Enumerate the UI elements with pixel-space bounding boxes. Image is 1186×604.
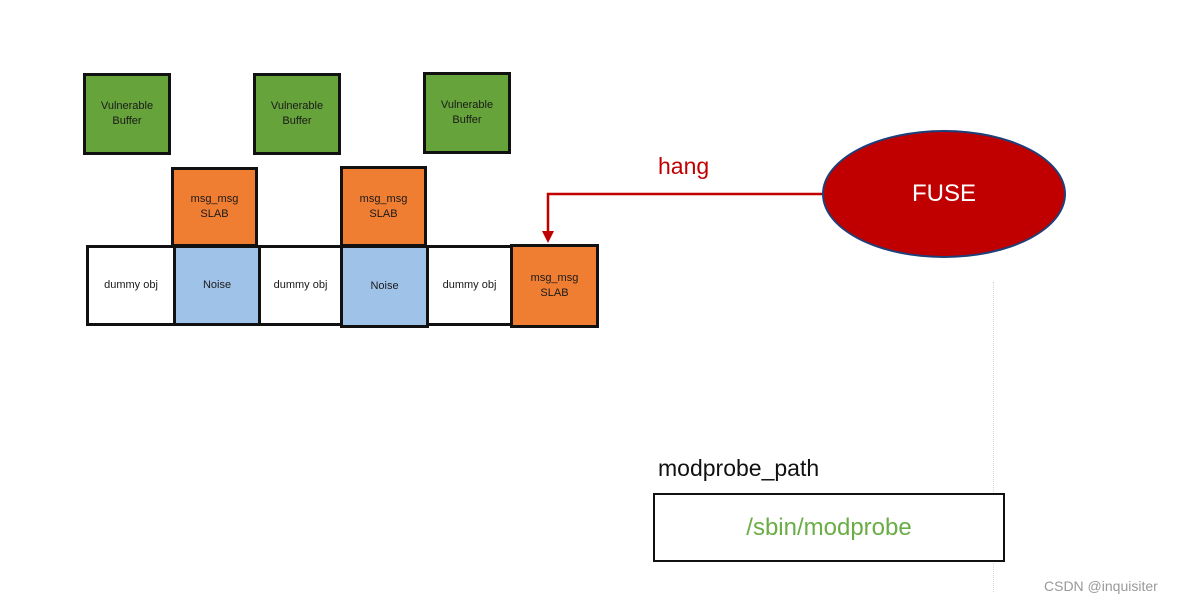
msg-msg-slab-2-line2: SLAB	[369, 207, 398, 220]
msg-msg-slab-2: msg_msg SLAB	[340, 166, 427, 247]
msg-msg-slab-3-line2: SLAB	[540, 287, 569, 299]
msg-msg-slab-3-line1: msg_msg	[530, 272, 579, 284]
msg-msg-slab-2-line1: msg_msg	[359, 192, 408, 205]
guide-line	[993, 282, 994, 592]
msg-msg-slab-3: msg_msg SLAB	[510, 244, 599, 328]
vulnerable-buffer-3-line1: Vulnerable	[440, 99, 494, 111]
dummy-obj-1-label: dummy obj	[104, 279, 158, 291]
watermark: CSDN @inquisiter	[1044, 578, 1158, 594]
vulnerable-buffer-3: Vulnerable Buffer	[423, 72, 511, 154]
hang-arrow-line	[546, 192, 822, 232]
modprobe-path-title: modprobe_path	[658, 455, 820, 481]
msg-msg-slab-1-line1: msg_msg	[190, 193, 239, 205]
noise-1: Noise	[173, 245, 261, 326]
vulnerable-buffer-2-line2: Buffer	[282, 115, 312, 127]
fuse-label: FUSE	[911, 180, 976, 207]
dummy-obj-3-label: dummy obj	[442, 279, 497, 291]
modprobe-path-box: /sbin/modprobe	[653, 493, 1005, 562]
msg-msg-slab-1-line2: SLAB	[200, 208, 229, 220]
noise-1-label: Noise	[202, 279, 232, 291]
modprobe-path-value: /sbin/modprobe	[746, 513, 912, 541]
dummy-obj-1: dummy obj	[86, 245, 176, 326]
vulnerable-buffer-1-line1: Vulnerable	[100, 100, 154, 112]
noise-2-label: Noise	[370, 280, 399, 292]
hang-arrow-head	[542, 231, 554, 243]
hang-label: hang	[658, 153, 710, 179]
vulnerable-buffer-2: Vulnerable Buffer	[253, 73, 341, 155]
msg-msg-slab-1: msg_msg SLAB	[171, 167, 258, 247]
vulnerable-buffer-1: Vulnerable Buffer	[83, 73, 171, 155]
vulnerable-buffer-1-line2: Buffer	[112, 115, 142, 127]
vulnerable-buffer-3-line2: Buffer	[452, 114, 482, 126]
dummy-obj-3: dummy obj	[426, 245, 513, 326]
dummy-obj-2-label: dummy obj	[273, 279, 328, 291]
vulnerable-buffer-2-line1: Vulnerable	[270, 100, 324, 112]
fuse-ellipse: FUSE	[822, 130, 1066, 258]
